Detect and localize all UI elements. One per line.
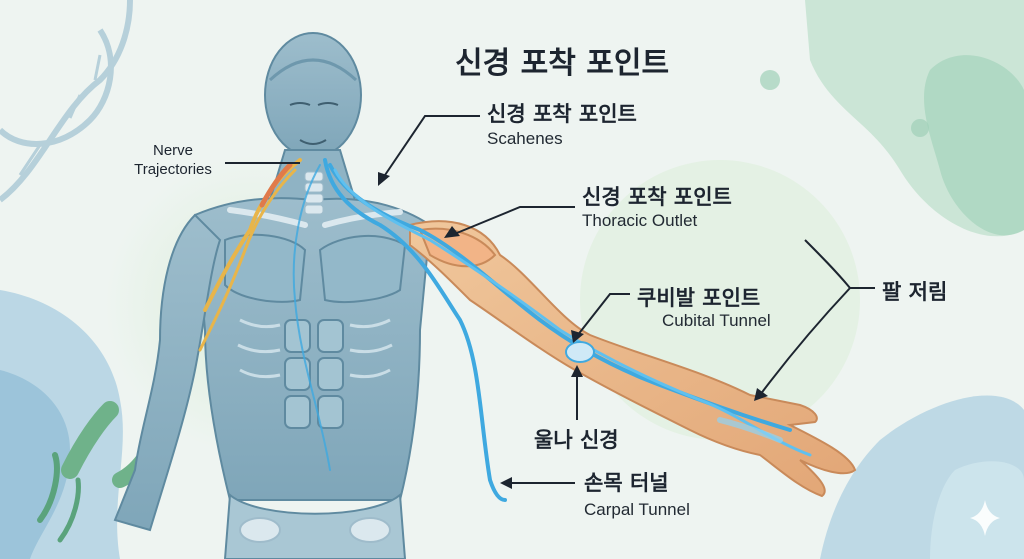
- dna-icon: [0, 0, 133, 203]
- callout-thoracic-ko: 신경 포착 포인트: [582, 185, 732, 209]
- callout-lines: [225, 115, 875, 484]
- callout-arrowheads: [378, 172, 768, 489]
- sparkle-icon: [970, 500, 1000, 536]
- callout-thoracic-en: Thoracic Outlet: [582, 211, 698, 230]
- nerve-pathways: [198, 158, 812, 502]
- callout-ulnar-ko: 울나 신경: [534, 428, 619, 452]
- callout-scalenes-ko: 신경 포착 포인트: [487, 102, 637, 126]
- side-label-nerve-trajectories: Nerve Trajectories: [118, 141, 228, 179]
- callout-scalenes-en: Scahenes: [487, 129, 563, 148]
- callout-cubital-ko: 쿠비발 포인트: [637, 286, 761, 310]
- callout-cubital-en: Cubital Tunnel: [662, 311, 771, 330]
- callout-carpal-en: Carpal Tunnel: [584, 500, 690, 519]
- arm-numbness-label: 팔 저림: [882, 280, 948, 304]
- side-label-line2: Trajectories: [134, 161, 212, 178]
- callout-carpal-ko: 손목 터널: [584, 471, 669, 495]
- diagram-title: 신경 포착 포인트: [455, 46, 670, 81]
- side-label-line1: Nerve: [152, 142, 193, 159]
